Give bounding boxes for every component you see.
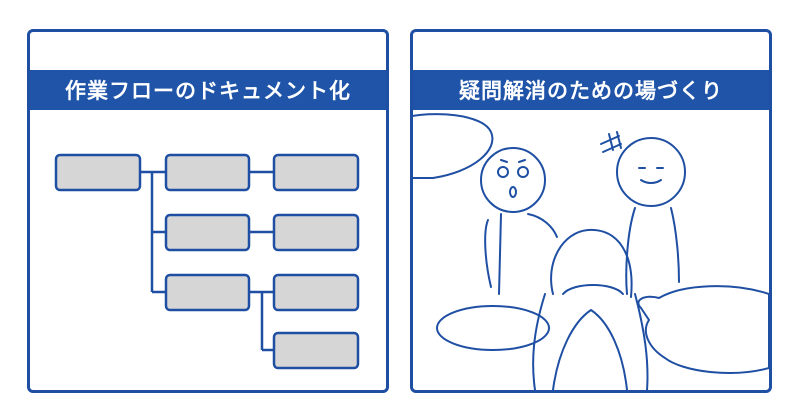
panel-workflow-documentation: 作業フローのドキュメント化: [27, 29, 389, 393]
panel-title: 作業フローのドキュメント化: [65, 79, 351, 103]
flow-box: [272, 213, 360, 252]
flow-box: [272, 273, 360, 312]
speech-bubble: [436, 305, 550, 351]
panel-title-bar: 疑問解消のための場づくり: [413, 70, 769, 110]
panel-title: 疑問解消のための場づくり: [459, 79, 723, 103]
panel-question-resolution: 疑問解消のための場づくり: [410, 29, 772, 393]
flow-box: [164, 213, 251, 252]
flow-box: [164, 273, 251, 312]
flowchart-diagram-icon: [54, 153, 360, 370]
speech-bubble: [413, 113, 494, 179]
flow-box: [272, 331, 360, 370]
flow-box: [164, 153, 251, 192]
people-discussion-illustration-icon: [413, 113, 769, 390]
person-head: [550, 228, 633, 298]
person-head: [480, 147, 546, 213]
flow-box: [54, 153, 142, 192]
flow-box: [272, 153, 360, 192]
speech-bubble: [637, 285, 769, 374]
person-head: [616, 137, 686, 207]
panel-title-bar: 作業フローのドキュメント化: [30, 70, 386, 110]
